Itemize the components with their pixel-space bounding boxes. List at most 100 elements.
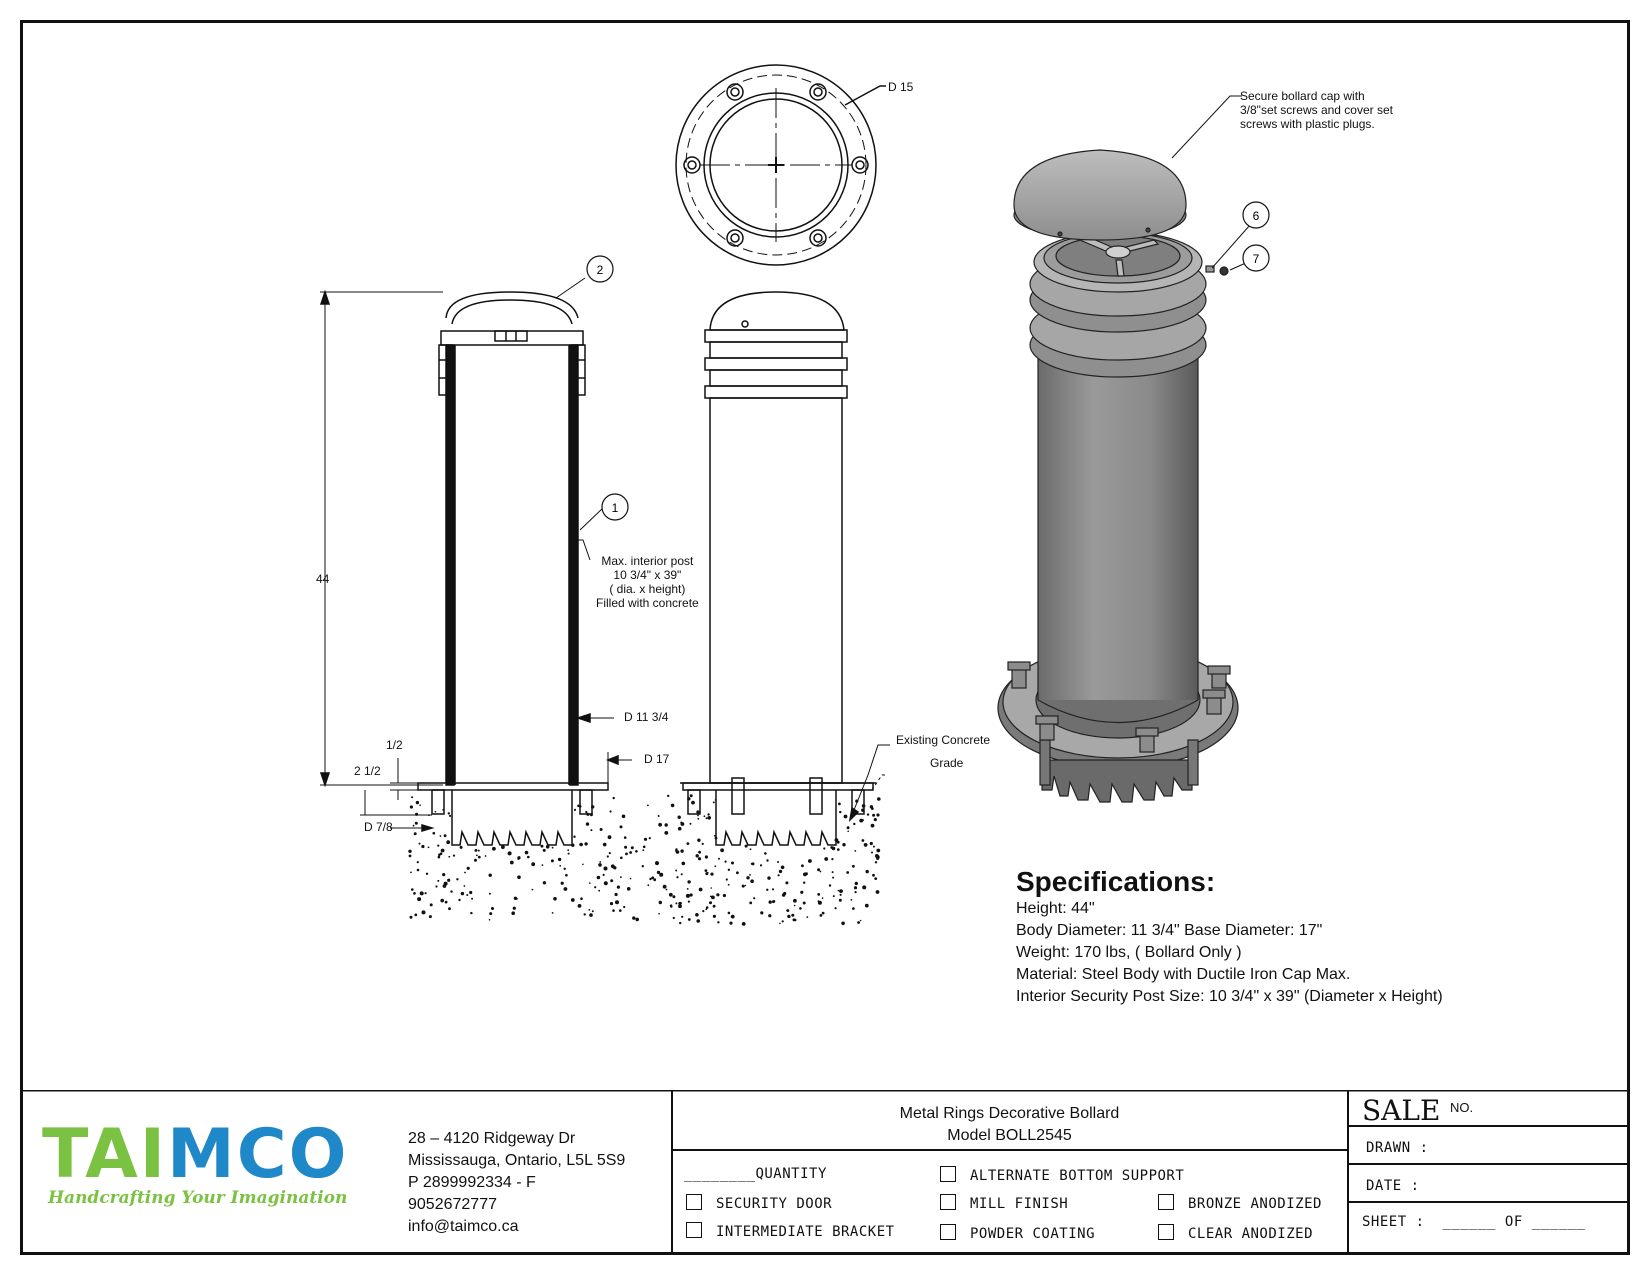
concrete-dot — [777, 874, 780, 877]
checkbox[interactable] — [1158, 1194, 1174, 1210]
concrete-dot — [425, 872, 429, 875]
concrete-dot — [626, 887, 631, 891]
concrete-dot — [432, 831, 436, 835]
concrete-dot — [459, 845, 463, 849]
concrete-dot — [749, 848, 752, 851]
concrete-dot — [876, 848, 881, 853]
concrete-dot — [838, 802, 841, 806]
concrete-dot — [852, 864, 855, 868]
concrete-dot — [866, 813, 870, 816]
concrete-dot — [567, 852, 570, 855]
concrete-dot — [662, 884, 667, 889]
concrete-dot — [647, 804, 649, 807]
concrete-dot — [550, 859, 554, 863]
concrete-dot — [704, 869, 708, 872]
concrete-dot — [653, 878, 657, 882]
top-view-bolts — [683, 83, 869, 247]
concrete-dot — [488, 892, 491, 895]
concrete-dot — [832, 876, 835, 879]
elevation-view — [680, 291, 890, 846]
concrete-dot — [777, 861, 779, 863]
concrete-dot — [730, 914, 735, 919]
concrete-dot — [709, 901, 712, 905]
concrete-dot — [704, 855, 709, 859]
concrete-dot — [823, 847, 826, 850]
callout-2: 2 — [597, 263, 604, 277]
concrete-dot — [440, 898, 445, 903]
concrete-dot — [509, 860, 514, 865]
concrete-dot — [831, 871, 834, 874]
concrete-dot — [484, 855, 487, 857]
concrete-dot — [651, 876, 655, 880]
concrete-dot — [793, 898, 797, 903]
concrete-dot — [703, 815, 706, 818]
concrete-dot — [551, 846, 554, 849]
checkbox[interactable] — [686, 1194, 702, 1210]
checkbox[interactable] — [940, 1166, 956, 1182]
concrete-dot — [675, 869, 678, 872]
option-security-door[interactable]: SECURITY DOOR — [686, 1194, 832, 1212]
concrete-dot — [857, 921, 860, 924]
concrete-dot — [629, 851, 632, 854]
concrete-dot — [603, 866, 608, 871]
concrete-dot — [596, 875, 601, 880]
concrete-dot — [609, 902, 614, 906]
concrete-dot — [713, 834, 716, 837]
checkbox[interactable] — [1158, 1224, 1174, 1240]
concrete-dot — [415, 800, 420, 805]
concrete-dot — [853, 822, 856, 826]
taimco-logo: TAIMCO Handcrafting Your Imagination — [42, 1121, 348, 1209]
concrete-dot — [705, 906, 709, 909]
concrete-dot — [702, 910, 705, 913]
logo-tagline: Handcrafting Your Imagination — [48, 1188, 348, 1208]
concrete-dot — [843, 814, 848, 819]
concrete-dot — [416, 868, 420, 872]
concrete-dot — [873, 818, 877, 822]
concrete-dot — [559, 865, 562, 867]
concrete-dot — [439, 835, 442, 837]
company-email[interactable]: info@taimco.ca — [408, 1218, 519, 1235]
concrete-dot — [876, 813, 880, 817]
concrete-dot — [750, 879, 754, 883]
concrete-dot — [456, 878, 459, 881]
option-bronze-anodized[interactable]: BRONZE ANODIZED — [1158, 1194, 1322, 1212]
concrete-dot — [623, 905, 626, 909]
checkbox[interactable] — [686, 1222, 702, 1238]
concrete-dot — [806, 916, 809, 918]
concrete-dot — [874, 877, 878, 880]
concrete-dot — [414, 913, 418, 917]
concrete-dot — [786, 909, 789, 912]
concrete-dot — [753, 897, 756, 900]
option-clear-anodized[interactable]: CLEAR ANODIZED — [1158, 1224, 1313, 1242]
option-powder-coating[interactable]: POWDER COATING — [940, 1224, 1095, 1242]
checkbox[interactable] — [940, 1224, 956, 1240]
option-mill-finish[interactable]: MILL FINISH — [940, 1194, 1068, 1212]
concrete-dot — [767, 876, 771, 880]
concrete-dot — [635, 850, 638, 853]
spec-line: Body Diameter: 11 3/4" Base Diameter: 17… — [1016, 922, 1323, 939]
concrete-dot — [599, 861, 602, 863]
concrete-dot — [697, 817, 700, 820]
concrete-dot — [585, 810, 588, 814]
option-alternate-bottom-support[interactable]: ALTERNATE BOTTOM SUPPORT — [940, 1166, 1184, 1184]
option-intermediate-bracket[interactable]: INTERMEDIATE BRACKET — [686, 1222, 895, 1240]
concrete-dot — [630, 846, 634, 850]
concrete-dot — [824, 857, 829, 861]
concrete-dot — [675, 848, 678, 851]
concrete-dot — [710, 872, 714, 876]
concrete-dot — [801, 864, 804, 868]
quantity-field[interactable]: ________QUANTITY — [684, 1166, 827, 1182]
concrete-dot — [573, 808, 577, 812]
concrete-dot — [846, 871, 850, 874]
concrete-dot — [834, 907, 837, 910]
concrete-dot — [799, 907, 802, 910]
concrete-stipple — [408, 794, 881, 926]
concrete-dot — [658, 900, 662, 905]
concrete-dot — [613, 866, 617, 870]
checkbox[interactable] — [940, 1194, 956, 1210]
concrete-dot — [435, 885, 438, 888]
concrete-dot — [781, 920, 784, 923]
concrete-dot — [470, 911, 473, 915]
spec-line: Height: 44" — [1016, 900, 1095, 917]
concrete-dot — [876, 857, 879, 861]
